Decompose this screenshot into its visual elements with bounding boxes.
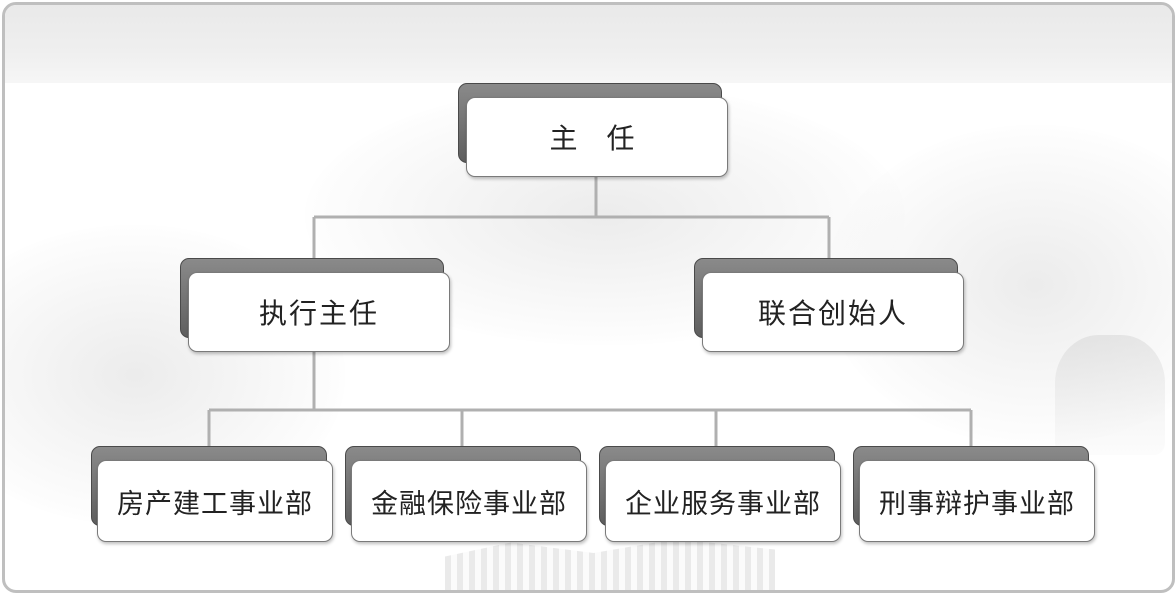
node-label-box: 执行主任 <box>188 272 450 352</box>
node-executive-director: 执行主任 <box>180 258 452 354</box>
background-waterfall <box>1055 335 1165 455</box>
node-label: 金融保险事业部 <box>371 488 567 520</box>
header-band <box>5 5 1172 83</box>
node-label: 主 任 <box>549 122 645 155</box>
node-label: 刑事辩护事业部 <box>879 488 1075 520</box>
node-label-box: 主 任 <box>466 97 728 177</box>
node-label: 联合创始人 <box>757 297 908 330</box>
node-co-founder: 联合创始人 <box>694 258 966 354</box>
node-label: 房产建工事业部 <box>117 488 313 520</box>
node-label: 执行主任 <box>258 297 379 330</box>
node-label-box: 刑事辩护事业部 <box>859 460 1095 542</box>
node-dept-enterprise-services: 企业服务事业部 <box>599 446 843 544</box>
node-label-box: 房产建工事业部 <box>97 460 333 542</box>
node-director: 主 任 <box>458 83 730 179</box>
node-label-box: 企业服务事业部 <box>605 460 841 542</box>
node-label-box: 金融保险事业部 <box>351 460 587 542</box>
node-dept-finance-insurance: 金融保险事业部 <box>345 446 589 544</box>
node-label-box: 联合创始人 <box>702 272 964 352</box>
node-label: 企业服务事业部 <box>625 488 821 520</box>
node-dept-real-estate: 房产建工事业部 <box>91 446 335 544</box>
node-dept-criminal-defense: 刑事辩护事业部 <box>853 446 1097 544</box>
